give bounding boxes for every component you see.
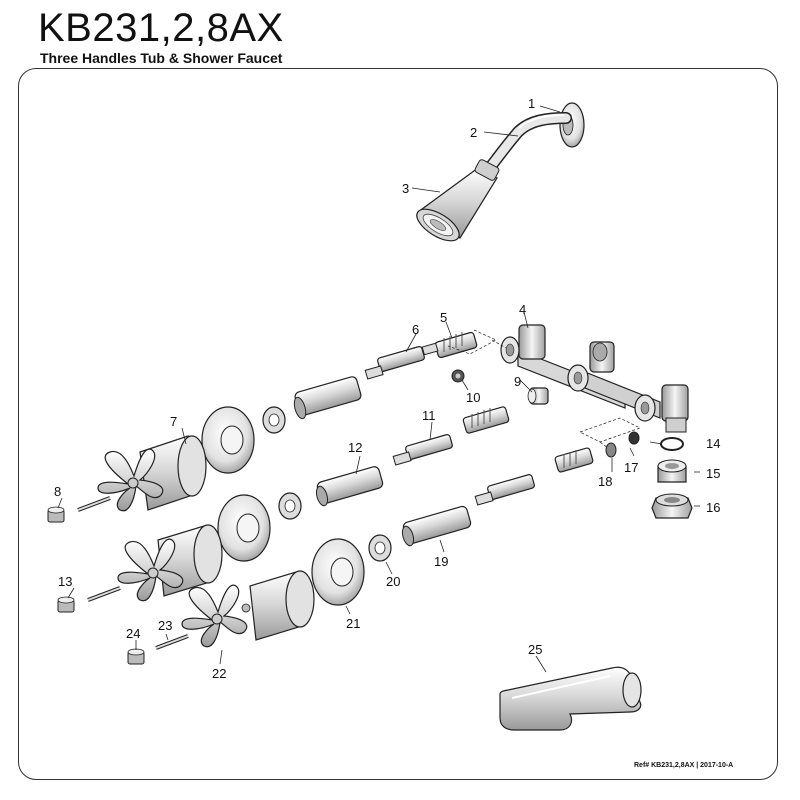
index-cap-8 [47, 506, 65, 523]
callout-12: 12 [348, 440, 362, 455]
assembly-guides [447, 329, 641, 449]
part-callouts: 1 2 3 4 5 6 7 8 9 10 11 12 13 14 15 16 1… [54, 96, 720, 681]
stem-assembly-middle [462, 406, 510, 434]
valve-body [500, 324, 689, 433]
callout-13: 13 [58, 574, 72, 589]
callout-18: 18 [598, 474, 612, 489]
stem-extension-11 [392, 434, 453, 466]
screw-top [77, 496, 111, 512]
stem-extension-lower [474, 474, 535, 506]
callout-8: 8 [54, 484, 61, 499]
nut-top [262, 406, 286, 434]
callout-19: 19 [434, 554, 448, 569]
stem-assembly-lower [554, 447, 594, 473]
seat-washer-10 [451, 369, 465, 383]
callout-24: 24 [126, 626, 140, 641]
callout-20: 20 [386, 574, 400, 589]
callout-4: 4 [519, 302, 526, 317]
o-ring-14 [660, 437, 684, 451]
sleeve-top [293, 376, 362, 420]
index-cap-13 [57, 596, 75, 613]
screw-23 [155, 634, 189, 650]
callout-16: 16 [706, 500, 720, 515]
callout-15: 15 [706, 466, 720, 481]
callout-14: 14 [706, 436, 720, 451]
callout-10: 10 [466, 390, 480, 405]
callout-7: 7 [170, 414, 177, 429]
sleeve-12 [315, 466, 384, 507]
callout-3: 3 [402, 181, 409, 196]
diagram-frame [18, 68, 778, 780]
stem-extension-6 [364, 346, 425, 380]
callout-23: 23 [158, 618, 172, 633]
callout-6: 6 [412, 322, 419, 337]
reference-footer: Ref# KB231,2,8AX | 2017-10-A [634, 762, 734, 769]
callout-21: 21 [346, 616, 360, 631]
escutcheon-middle [217, 494, 271, 562]
leader-lines [57, 105, 700, 673]
callout-2: 2 [470, 125, 477, 140]
sleeve-19 [401, 505, 472, 547]
callout-22: 22 [212, 666, 226, 681]
escutcheon-21 [311, 538, 365, 606]
handle-base-lower [249, 570, 315, 641]
escutcheon-7-top [201, 406, 255, 474]
handle-base-7 [139, 435, 207, 511]
callout-9: 9 [514, 374, 521, 389]
nut-middle [278, 492, 302, 520]
callout-5: 5 [440, 310, 447, 325]
screw-middle [87, 586, 121, 602]
callout-17: 17 [624, 460, 638, 475]
index-cap-24 [127, 648, 145, 665]
callout-11: 11 [422, 408, 436, 423]
washer-18 [605, 442, 617, 458]
cross-handle-top [97, 448, 164, 512]
shower-head [416, 159, 500, 242]
nut-20 [368, 534, 392, 562]
callout-1: 1 [528, 96, 535, 111]
shower-arm [482, 112, 572, 176]
shower-flange [559, 102, 585, 148]
tub-spout-25 [499, 666, 642, 731]
bonnet-nut-9 [527, 387, 549, 405]
callout-25: 25 [528, 642, 542, 657]
hex-nut-16 [651, 493, 693, 519]
adapter-15 [657, 459, 687, 483]
cross-handle-middle [117, 538, 184, 602]
stem-assembly-5 [421, 331, 478, 359]
page-title: KB231,2,8AX [38, 6, 284, 50]
cross-handle-22 [181, 584, 251, 648]
washer-17 [628, 431, 640, 445]
page-subtitle: Three Handles Tub & Shower Faucet [40, 50, 283, 66]
